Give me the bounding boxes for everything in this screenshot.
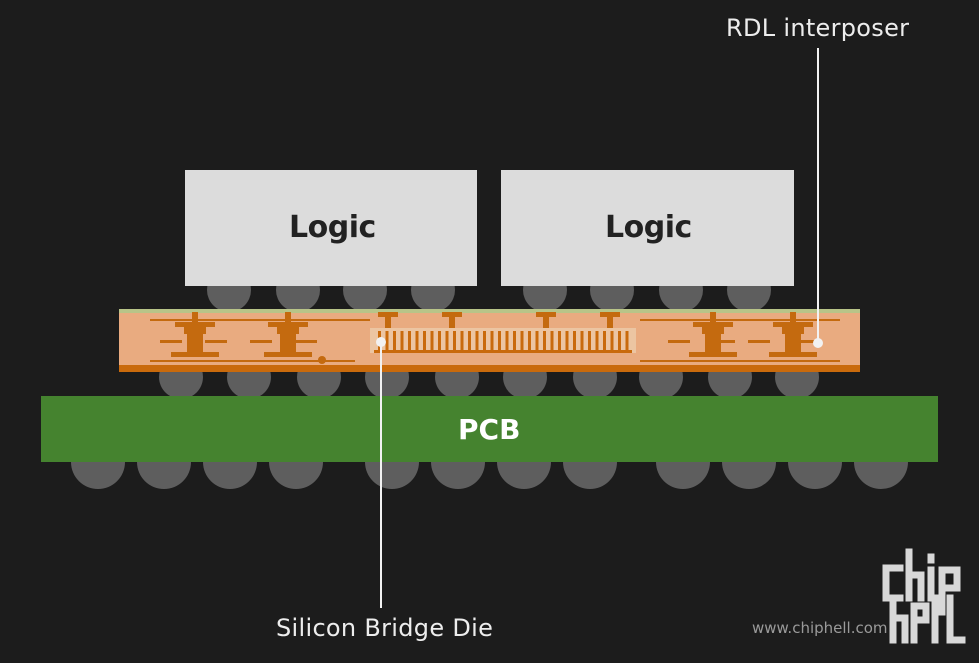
bridge-interconnect xyxy=(513,331,516,351)
rdl-trace xyxy=(668,340,690,343)
bridge-interconnect xyxy=(610,331,614,351)
bridge-interconnect xyxy=(580,331,584,351)
rdl-trace xyxy=(689,352,737,357)
rdl-trace xyxy=(264,352,312,357)
rdl-trace xyxy=(769,352,817,357)
rdl-trace xyxy=(277,327,299,334)
rdl-trace xyxy=(449,317,455,330)
bridge-interconnect xyxy=(490,331,494,351)
bridge-interconnect xyxy=(565,331,569,351)
interposer-bottom-edge xyxy=(119,365,860,372)
bridge-interconnect xyxy=(415,331,419,351)
bridge-interconnect xyxy=(520,331,524,351)
rdl-trace xyxy=(268,322,308,327)
rdl-trace xyxy=(150,360,355,362)
bridge-interconnect xyxy=(625,331,629,351)
bridge-interconnect xyxy=(543,331,546,351)
rdl-trace xyxy=(160,340,182,343)
rdl-trace xyxy=(640,360,840,362)
rdl-trace xyxy=(693,322,733,327)
silicon-bridge-callout: Silicon Bridge Die xyxy=(276,614,494,642)
rdl-trace xyxy=(378,312,398,317)
bridge-interconnect xyxy=(445,331,449,351)
rdl-trace xyxy=(713,340,735,343)
rdl-trace xyxy=(150,319,370,321)
rdl-trace xyxy=(640,319,840,321)
watermark-url: www.chiphell.com xyxy=(752,619,888,637)
logic-die-right xyxy=(501,170,794,286)
rdl-via xyxy=(318,356,326,364)
bridge-interconnect xyxy=(573,331,576,351)
bridge-interconnect xyxy=(460,331,464,351)
rdl-trace xyxy=(184,327,206,334)
bridge-interconnect xyxy=(550,331,554,351)
pcb-label: PCB xyxy=(458,413,521,446)
bridge-interconnect xyxy=(453,331,456,351)
rdl-trace xyxy=(543,317,549,330)
bridge-leader-dot xyxy=(376,337,386,347)
rdl-trace xyxy=(205,340,227,343)
rdl-trace xyxy=(295,340,317,343)
rdl-trace xyxy=(280,334,296,352)
bridge-interconnect xyxy=(535,331,539,351)
rdl-trace xyxy=(250,340,272,343)
rdl-trace xyxy=(171,352,219,357)
bridge-interconnect xyxy=(483,331,486,351)
bridge-interconnect xyxy=(588,331,591,351)
bridge-die-body xyxy=(370,328,636,353)
rdl-trace xyxy=(536,312,556,317)
rdl-traces xyxy=(150,312,840,364)
bridge-interconnect xyxy=(430,331,434,351)
rdl-trace xyxy=(385,317,391,330)
rdl-trace xyxy=(793,340,815,343)
rdl-trace xyxy=(790,312,796,322)
bridge-interconnect xyxy=(393,331,396,351)
bridge-interconnect xyxy=(423,331,426,351)
rdl-trace xyxy=(710,312,716,322)
logic-die-left-label: Logic xyxy=(289,210,376,245)
rdl-trace xyxy=(442,312,462,317)
bridge-interconnect xyxy=(498,331,501,351)
rdl-trace xyxy=(748,340,770,343)
rdl-trace xyxy=(187,334,203,352)
bridge-interconnect xyxy=(528,331,531,351)
chiphell-logo-icon xyxy=(882,548,966,644)
rdl-interposer-callout: RDL interposer xyxy=(726,14,910,42)
rdl-trace xyxy=(175,322,215,327)
bridge-interconnect xyxy=(408,331,411,351)
rdl-trace xyxy=(702,327,724,334)
silicon-bridge-die xyxy=(370,328,636,353)
leader-lines xyxy=(376,48,823,608)
bridge-interconnect xyxy=(468,331,471,351)
interposer-leader-dot xyxy=(813,338,823,348)
rdl-trace xyxy=(600,312,620,317)
rdl-trace xyxy=(782,327,804,334)
bridge-interconnect xyxy=(400,331,404,351)
bridge-interconnect xyxy=(505,331,509,351)
bridge-interconnect xyxy=(603,331,606,351)
bridge-interconnect xyxy=(595,331,599,351)
bridge-interconnect xyxy=(558,331,561,351)
rdl-trace xyxy=(773,322,813,327)
rdl-trace xyxy=(285,312,291,322)
bridge-interconnect xyxy=(438,331,441,351)
bridge-interconnects xyxy=(374,331,632,353)
bridge-base-line xyxy=(374,350,632,353)
bridge-interconnect xyxy=(618,331,621,351)
rdl-trace xyxy=(607,317,613,330)
bridge-interconnect xyxy=(385,331,389,351)
logic-die-left xyxy=(185,170,477,286)
interposer-top-edge xyxy=(119,309,860,313)
logic-die-right-label: Logic xyxy=(605,210,692,245)
pcb-board xyxy=(41,396,938,462)
bridge-interconnect xyxy=(475,331,479,351)
rdl-trace xyxy=(192,312,198,322)
